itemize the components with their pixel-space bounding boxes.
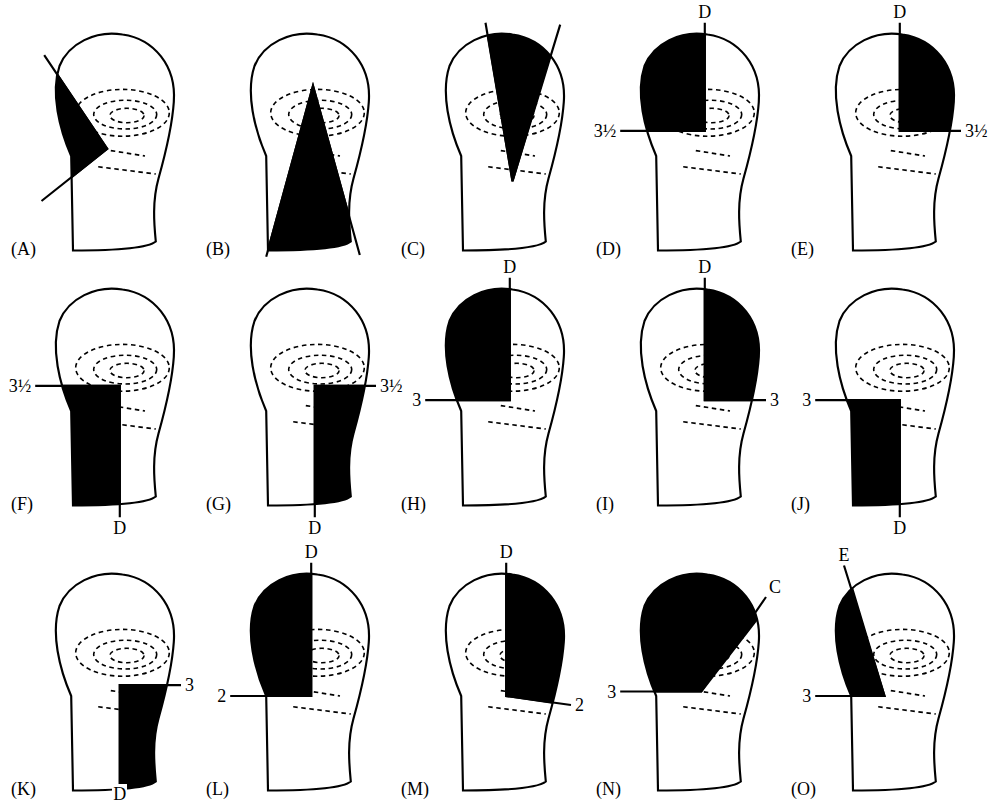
cut-label: E <box>838 545 851 565</box>
cut-label: 3½ <box>593 121 618 141</box>
cut-label: D <box>892 2 907 22</box>
panel-l <box>187 552 369 791</box>
panel-letter: (I) <box>595 494 615 514</box>
panel-letter: (F) <box>10 494 34 514</box>
cut-label: 3 <box>606 682 617 702</box>
cut-label: D <box>112 784 127 804</box>
panel-h <box>382 267 564 506</box>
panel-i <box>641 267 793 506</box>
panel-letter: (J) <box>790 494 811 514</box>
panel-c <box>446 21 564 251</box>
cut-label: C <box>768 577 782 597</box>
panel-letter: (E) <box>790 239 815 259</box>
panel-g <box>251 289 403 528</box>
panel-letter: (M) <box>400 779 430 799</box>
cut-label: 2 <box>216 686 227 706</box>
cut-label: D <box>697 257 712 277</box>
panel-letter: (G) <box>205 494 232 514</box>
panel-k <box>56 574 208 806</box>
cut-label: 3 <box>184 675 195 695</box>
cut-label: D <box>892 518 907 538</box>
panel-letter: (D) <box>595 239 622 259</box>
panel-n <box>577 561 802 791</box>
panel-b <box>251 34 369 257</box>
panel-letter: (B) <box>205 239 231 259</box>
panel-letter: (C) <box>400 239 426 259</box>
cut-label: 3½ <box>379 376 404 396</box>
panel-a <box>42 34 175 251</box>
panel-m <box>446 552 598 791</box>
panel-e <box>836 12 988 251</box>
cut-label: D <box>304 542 319 562</box>
cut-label: D <box>112 518 127 538</box>
cut-label: D <box>502 257 517 277</box>
cut-label: 3 <box>411 390 422 410</box>
cut-label: 3 <box>801 686 812 706</box>
panel-letter: (H) <box>400 494 427 514</box>
panel-o <box>772 552 954 791</box>
panel-d <box>577 12 759 251</box>
cut-label: D <box>307 518 322 538</box>
panel-j <box>772 289 954 528</box>
cut-label: 3 <box>801 390 812 410</box>
cut-label: D <box>697 2 712 22</box>
panel-letter: (N) <box>595 779 622 799</box>
cut-label: 2 <box>574 695 585 715</box>
panel-letter: (A) <box>10 239 37 259</box>
cut-label: 3 <box>769 390 780 410</box>
panel-f <box>0 289 174 528</box>
cut-label: D <box>499 542 514 562</box>
panel-letter: (O) <box>790 779 817 799</box>
panel-letter: (K) <box>10 779 37 799</box>
cut-label: 3½ <box>8 376 33 396</box>
cut-label: 3½ <box>964 121 989 141</box>
panel-letter: (L) <box>205 779 230 799</box>
